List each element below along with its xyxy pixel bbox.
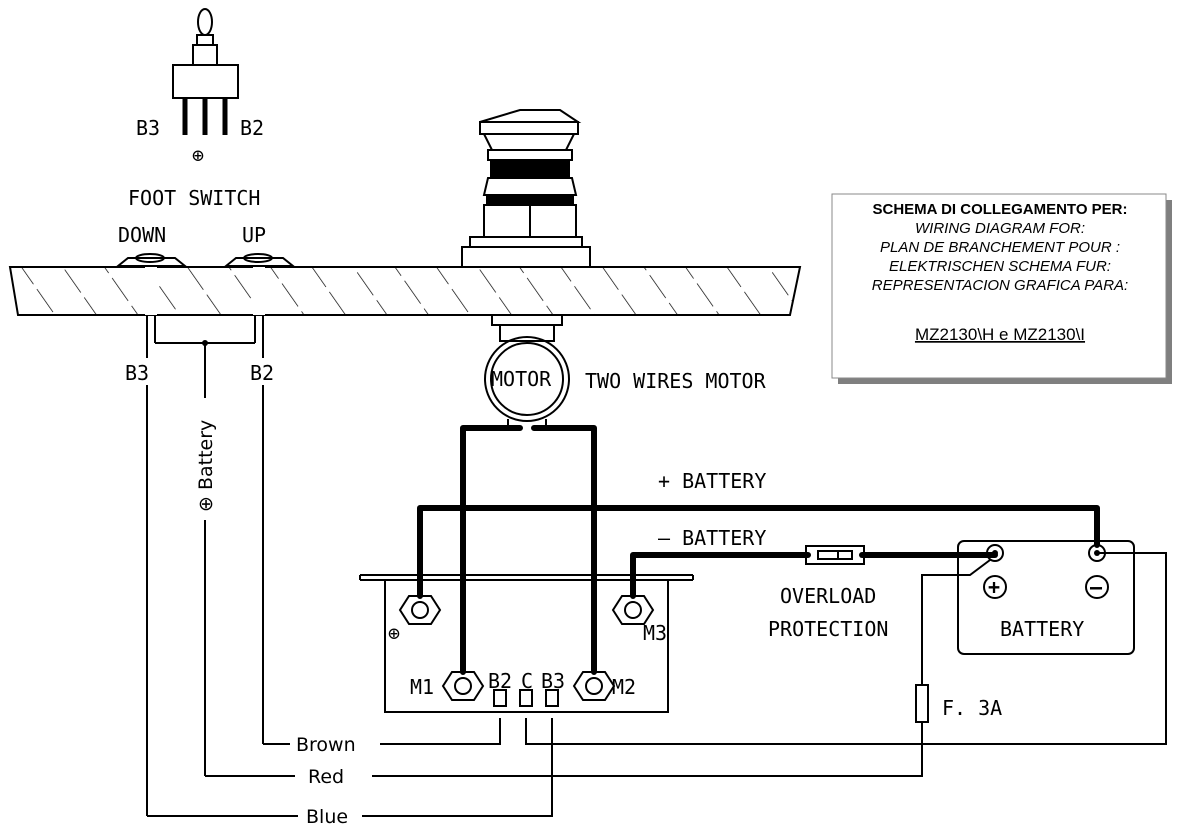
- title-box-line-3: ELEKTRISCHEN SCHEMA FUR:: [889, 258, 1111, 275]
- fuse-label: F. 3A: [942, 696, 1002, 720]
- power-cables: [417, 425, 1100, 675]
- foot-switch-up-button: [223, 253, 296, 267]
- toggle-switch-icon: [172, 8, 239, 135]
- overload-line1: OVERLOAD: [780, 584, 876, 608]
- red-wire-label: Red: [308, 766, 344, 788]
- title-box-line-2: PLAN DE BRANCHEMENT POUR :: [880, 239, 1120, 256]
- motor-icon: MOTOR: [484, 336, 570, 429]
- switch-pin-b3-label: B3: [136, 116, 160, 140]
- terminal-m3-label: M3: [643, 621, 667, 645]
- minus-battery-label: – BATTERY: [658, 526, 766, 550]
- control-box: [359, 574, 694, 713]
- battery-plus-symbol: +: [988, 575, 1000, 599]
- motor-caption: TWO WIRES MOTOR: [585, 369, 767, 393]
- switch-pin-b2-label: B2: [240, 116, 264, 140]
- terminal-b3-icon: [545, 689, 559, 707]
- deck-wire-b2-label: B2: [250, 361, 274, 385]
- deck-wire-b3-label: B3: [125, 361, 149, 385]
- terminal-plus-icon: [398, 595, 442, 625]
- battery-icon: [957, 540, 1135, 655]
- foot-switch-up-label: UP: [242, 223, 266, 247]
- terminal-m2-label: M2: [612, 675, 636, 699]
- motor-shaft-icon: [491, 314, 563, 342]
- terminal-c-icon: [519, 689, 533, 707]
- foot-switch-down-label: DOWN: [118, 223, 166, 247]
- fuse-icon: [915, 684, 929, 723]
- terminal-m3-icon: [611, 595, 655, 625]
- overload-protection-icon: [805, 545, 865, 565]
- terminal-plus-symbol: ⊕: [388, 621, 400, 645]
- title-box-line-1: WIRING DIAGRAM FOR:: [915, 220, 1085, 237]
- terminal-m2-icon: [572, 671, 616, 701]
- title-box-model: MZ2130\H e MZ2130\I: [915, 325, 1085, 344]
- foot-switch-wiring: [146, 315, 1167, 817]
- terminal-b2-icon: [493, 689, 507, 707]
- title-box: [831, 193, 1172, 384]
- deck-wire-battery-label: ⊕ Battery: [195, 420, 217, 512]
- title-box-line-4: REPRESENTACION GRAFICA PARA:: [872, 277, 1128, 294]
- terminal-c-label: C: [521, 669, 533, 693]
- switch-plus-symbol: ⊕: [192, 143, 204, 167]
- plus-battery-label: + BATTERY: [658, 469, 766, 493]
- terminal-m1-icon: [441, 671, 485, 701]
- battery-label: BATTERY: [1000, 617, 1084, 641]
- deck-section: [8, 266, 802, 316]
- foot-switch-title: FOOT SWITCH: [128, 186, 260, 210]
- brown-wire-label: Brown: [296, 734, 356, 756]
- battery-minus-symbol: –: [1090, 575, 1103, 599]
- terminal-m1-label: M1: [410, 675, 434, 699]
- motor-label: MOTOR: [491, 367, 552, 391]
- foot-switch-down-button: [115, 253, 188, 267]
- windlass-drum-icon: [461, 109, 591, 268]
- overload-line2: PROTECTION: [768, 617, 888, 641]
- blue-wire-label: Blue: [306, 806, 348, 828]
- title-box-heading: SCHEMA DI COLLEGAMENTO PER:: [872, 201, 1127, 218]
